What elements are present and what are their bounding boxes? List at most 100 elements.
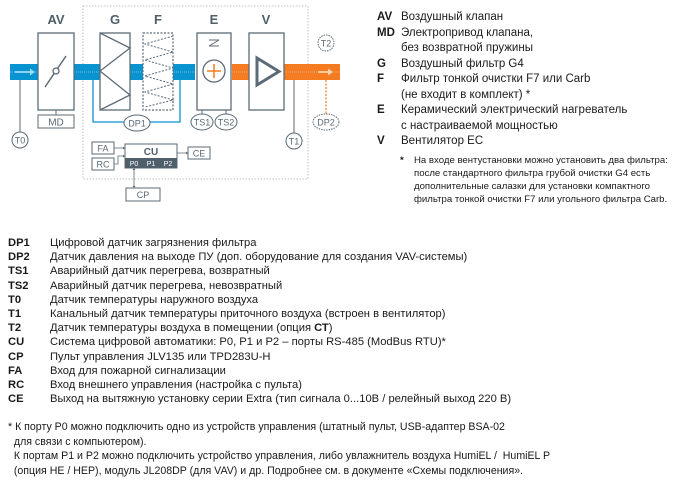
t2-sensor [317,34,335,52]
legend-desc: Датчик давления на выходе ПУ (доп. обору… [50,251,468,264]
supply-arrow-icon [318,68,333,76]
legend-code: T1 [8,308,22,321]
legend-desc: Вентилятор ЕС [401,135,484,147]
label-e: E [210,12,219,27]
legend-item: CU Система цифровой автоматики: P0, P1 и … [8,335,511,349]
label-cu: CU [144,147,158,158]
intake-arrow-icon [15,68,35,76]
footnote-line: * К порту P0 можно подключить одно из ус… [8,421,505,433]
ports-footnote: * К порту P0 можно подключить одно из ус… [8,420,550,478]
dp1-sensor [123,114,151,132]
legend-item: DP2 Датчик давления на выходе ПУ (доп. об… [8,250,511,264]
ts2-sensor [214,113,238,131]
legend-desc: Керамический электрический нагреватель с… [401,104,628,132]
ventilation-schematic: AV MD T0 G F DP1 E TS1 TS2 V T1 [10,5,340,202]
legend-code: E [377,104,385,116]
legend-desc: Выход на вытяжную установку серии Extra … [50,393,512,406]
cp-box [125,187,161,202]
legend-code: CP [8,350,24,363]
g4-filter-box [99,32,131,111]
legend-item: TS1 Аварийный датчик перегрева, возвратны… [8,264,511,278]
legend-code: T2 [8,322,22,335]
filter-note: * На входе вентустановки можно установит… [400,154,675,206]
legend-desc: Канальный датчик температуры приточного … [50,308,446,321]
legend-desc: Аварийный датчик перегрева, возвратный [50,265,270,278]
label-ts1: TS1 [194,118,211,128]
legend-item: MD Электропривод клапана, без возвратной … [377,26,627,57]
dp1-pressure-line [92,80,124,123]
legend-code: TS1 [8,265,29,278]
legend-code: MD [377,26,395,39]
label-fa: FA [97,144,108,154]
label-cp: CP [137,190,150,200]
option-code: СТ [314,322,329,335]
label-dp1: DP1 [128,119,146,129]
fine-filter-box [142,32,174,111]
legend-item: T2 Датчик температуры воздуха в помещении… [8,321,511,335]
legend-desc: Электропривод клапана, без возвратной пр… [401,26,534,55]
label-t1: T1 [289,137,300,147]
fan-triangle-icon [255,55,282,88]
dp2-sensor [312,113,340,131]
port-p0: P0 [130,161,139,168]
label-t2: T2 [321,39,332,49]
legend-desc: Вход внешнего управления (настройка с пу… [50,379,302,392]
footnote-line: К портам P1 и P2 можно подключить устрой… [8,450,551,462]
unit-boundary [82,5,309,180]
legend-code: DP2 [8,251,30,264]
legend-item: TS2 Аварийный датчик перегрева, невозврат… [8,279,511,293]
legend-item: CE Выход на вытяжную установку серии Extr… [8,392,511,406]
legend-code: DP1 [8,237,30,249]
legend-code: T0 [8,293,22,306]
label-ts2: TS2 [218,118,235,128]
port-bar [125,158,177,168]
legend-desc: Цифровой датчик загрязнения фильтра [50,237,257,249]
legend-code: CU [8,336,25,349]
legend-code: FA [8,364,23,377]
ce-box [187,146,211,160]
legend-item: T1 Канальный датчик температуры приточног… [8,307,511,321]
footnote-line: для связи с компьютером). [8,435,147,448]
component-legend: AV Воздушный клапан MD Электропривод клапа… [377,10,627,150]
legend-desc: Датчик температуры наружного воздуха [50,293,259,306]
heater-symbol-icon [208,39,220,47]
legend-item: V Вентилятор ЕС [377,134,627,150]
legend-code: CE [8,393,24,406]
legend-desc: Воздушный клапан [401,11,504,23]
label-g: G [110,12,120,27]
legend-desc-end: ) [328,322,333,335]
md-box [37,114,75,129]
legend-code: V [377,135,385,147]
label-v: V [262,12,271,27]
ts1-sensor [190,113,214,131]
legend-item: T0 Датчик температуры наружного воздуха [8,293,511,307]
legend-desc: Фильтр тонкой очистки F7 или Carb (не вх… [401,73,591,101]
label-t0: T0 [15,136,26,146]
legend-desc: Аварийный датчик перегрева, невозвратный [50,279,283,292]
fine-filter-zigzag-icon [143,35,175,108]
legend-desc: Датчик температуры воздуха в помещении (… [50,322,315,335]
legend-code: RC [8,379,25,392]
sensor-legend: DP1 Цифровой датчик загрязнения фильтра D… [8,236,511,406]
legend-item: AV Воздушный клапан [377,10,627,26]
label-av: AV [47,12,64,27]
port-p1: P1 [147,161,156,168]
legend-code: AV [377,11,393,23]
legend-item: RC Вход внешнего управления (настройка с … [8,378,511,392]
label-md: MD [48,118,64,129]
port-p2: P2 [164,161,173,168]
note-text: На входе вентустановки можно установить … [414,155,668,205]
label-ce: CE [193,149,206,159]
note-star: * [400,155,404,166]
legend-item: DP1 Цифровой датчик загрязнения фильтра [8,236,511,250]
legend-code: TS2 [8,279,29,292]
label-dp2: DP2 [317,118,335,128]
legend-desc: Воздушный фильтр G4 [401,57,524,70]
legend-desc: Система цифровой автоматики: P0, P1 и P2… [50,336,446,349]
legend-item: E Керамический электрический нагреватель … [377,103,627,134]
footnote-line: (опция HE / HEP), модуль JL208DP (для VA… [8,464,524,477]
legend-code: F [377,73,385,85]
